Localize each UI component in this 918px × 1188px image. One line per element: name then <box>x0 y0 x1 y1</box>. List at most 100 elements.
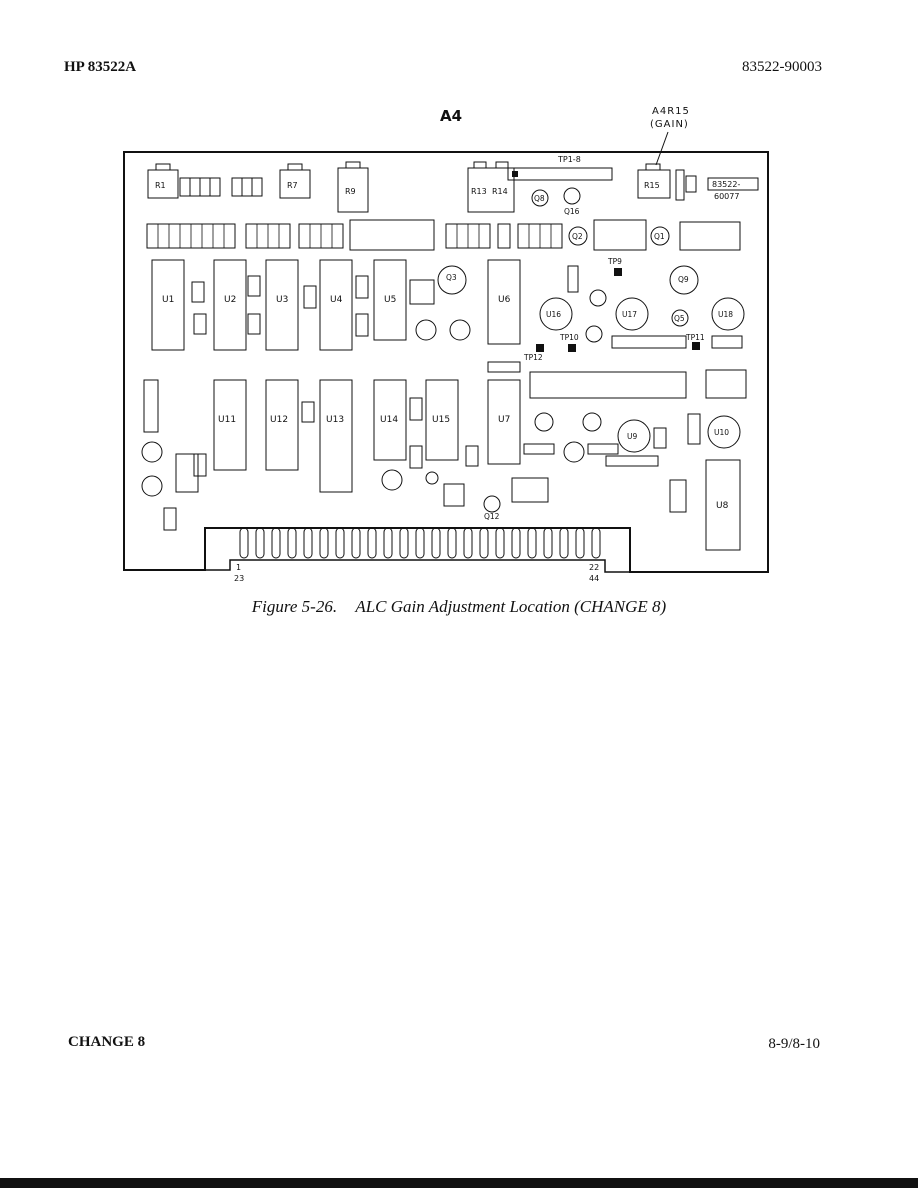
svg-text:R1: R1 <box>155 181 166 190</box>
connector-edge <box>204 528 630 573</box>
resistor-r7 <box>279 163 311 199</box>
svg-text:R7: R7 <box>287 181 298 190</box>
svg-text:U8: U8 <box>716 501 729 511</box>
u10 <box>707 415 741 449</box>
u17 <box>615 297 649 331</box>
board-diagram: A4 A4R15 (GAIN) 1 23 22 44 R1 <box>123 106 769 583</box>
q5 <box>671 309 689 327</box>
pin-44-label: 44 <box>589 574 599 583</box>
tp10 <box>568 344 576 352</box>
small-block-1 <box>179 177 263 197</box>
svg-text:Q12: Q12 <box>484 512 500 521</box>
svg-text:Q2: Q2 <box>572 232 583 241</box>
svg-text:TP12: TP12 <box>523 353 543 362</box>
board-part-label: 83522- <box>712 180 740 189</box>
svg-text:U11: U11 <box>218 415 236 425</box>
svg-text:U12: U12 <box>270 415 288 425</box>
tp11 <box>692 342 700 350</box>
caption-title: ALC Gain Adjustment Location (CHANGE 8) <box>355 597 667 616</box>
pin-23-label: 23 <box>234 574 244 583</box>
page-header-part-number: 83522-90003 <box>742 59 822 75</box>
q2 <box>568 226 588 246</box>
svg-text:U18: U18 <box>718 310 733 319</box>
page-header-model: HP 83522A <box>64 59 137 75</box>
c16 <box>141 475 163 497</box>
svg-text:Q1: Q1 <box>654 232 665 241</box>
footer-change: CHANGE 8 <box>68 1034 146 1050</box>
q3 <box>437 265 467 295</box>
u16 <box>539 297 573 331</box>
part-number-box <box>707 177 759 191</box>
svg-text:U15: U15 <box>432 415 450 425</box>
q10 <box>534 412 554 432</box>
resistor-r15 <box>637 163 671 199</box>
q1 <box>650 226 670 246</box>
svg-text:U2: U2 <box>224 295 236 305</box>
svg-text:Q3: Q3 <box>446 273 457 282</box>
callout-leader <box>655 131 669 166</box>
ic-row-2 <box>213 379 741 551</box>
svg-text:TP11: TP11 <box>685 333 705 342</box>
svg-text:U5: U5 <box>384 295 396 305</box>
resistor-row-mid <box>529 371 687 399</box>
pin-1-label: 1 <box>236 563 241 572</box>
c17 <box>381 469 403 491</box>
q9 <box>669 265 699 295</box>
tp1-8-strip <box>507 167 613 181</box>
svg-text:U1: U1 <box>162 295 174 305</box>
resistor-r1 <box>147 163 179 199</box>
svg-text:Q16: Q16 <box>564 207 580 216</box>
svg-text:TP10: TP10 <box>559 333 579 342</box>
ic-row-1 <box>151 259 521 351</box>
r15-label: R15 <box>644 181 660 190</box>
l1 <box>175 453 199 493</box>
q8 <box>589 289 607 307</box>
resistor-r13-r14 <box>467 161 515 213</box>
tp9 <box>614 268 622 276</box>
u18 <box>711 297 745 331</box>
c18 <box>425 471 439 485</box>
tp1-8-label: TP1-8 <box>557 155 581 164</box>
svg-text:U16: U16 <box>546 310 561 319</box>
bottom-band <box>0 1178 918 1188</box>
board-outline <box>123 151 769 573</box>
q6 <box>585 325 603 343</box>
c25 <box>711 335 743 349</box>
svg-text:Q9: Q9 <box>678 275 689 284</box>
resistor-r9 <box>337 161 369 213</box>
svg-text:U14: U14 <box>380 415 398 425</box>
caption-number: Figure 5-26. <box>251 597 338 616</box>
svg-text:U9: U9 <box>627 432 637 441</box>
svg-text:R9: R9 <box>345 187 356 196</box>
svg-text:U10: U10 <box>714 428 729 437</box>
callout-gain: (GAIN) <box>650 119 689 130</box>
svg-text:U6: U6 <box>498 295 511 305</box>
c15 <box>141 441 163 463</box>
q12 <box>483 495 501 513</box>
figure-caption: Figure 5-26. ALC Gain Adjustment Locatio… <box>0 597 918 617</box>
board-part-label-2: 60077 <box>714 192 739 201</box>
c20 <box>487 361 521 373</box>
c10 <box>415 319 437 341</box>
svg-text:U4: U4 <box>330 295 343 305</box>
svg-text:R14: R14 <box>492 187 508 196</box>
q16 <box>563 187 581 205</box>
cap-strip <box>611 335 687 349</box>
tp12 <box>536 344 544 352</box>
svg-text:U3: U3 <box>276 295 288 305</box>
q7 <box>531 189 549 207</box>
svg-text:R13: R13 <box>471 187 487 196</box>
svg-text:TP9: TP9 <box>607 257 622 266</box>
c3 <box>449 319 471 341</box>
board-title: A4 <box>440 107 462 125</box>
c14 <box>143 379 159 433</box>
q15 <box>563 441 585 463</box>
pin-22-label: 22 <box>589 563 599 572</box>
misc-small-resistors <box>163 265 701 531</box>
svg-text:U17: U17 <box>622 310 637 319</box>
callout-ref: A4R15 <box>652 106 690 117</box>
svg-text:Q8: Q8 <box>534 194 545 203</box>
svg-text:U13: U13 <box>326 415 344 425</box>
u9 <box>617 419 651 453</box>
footer-page: 8-9/8-10 <box>768 1036 820 1052</box>
